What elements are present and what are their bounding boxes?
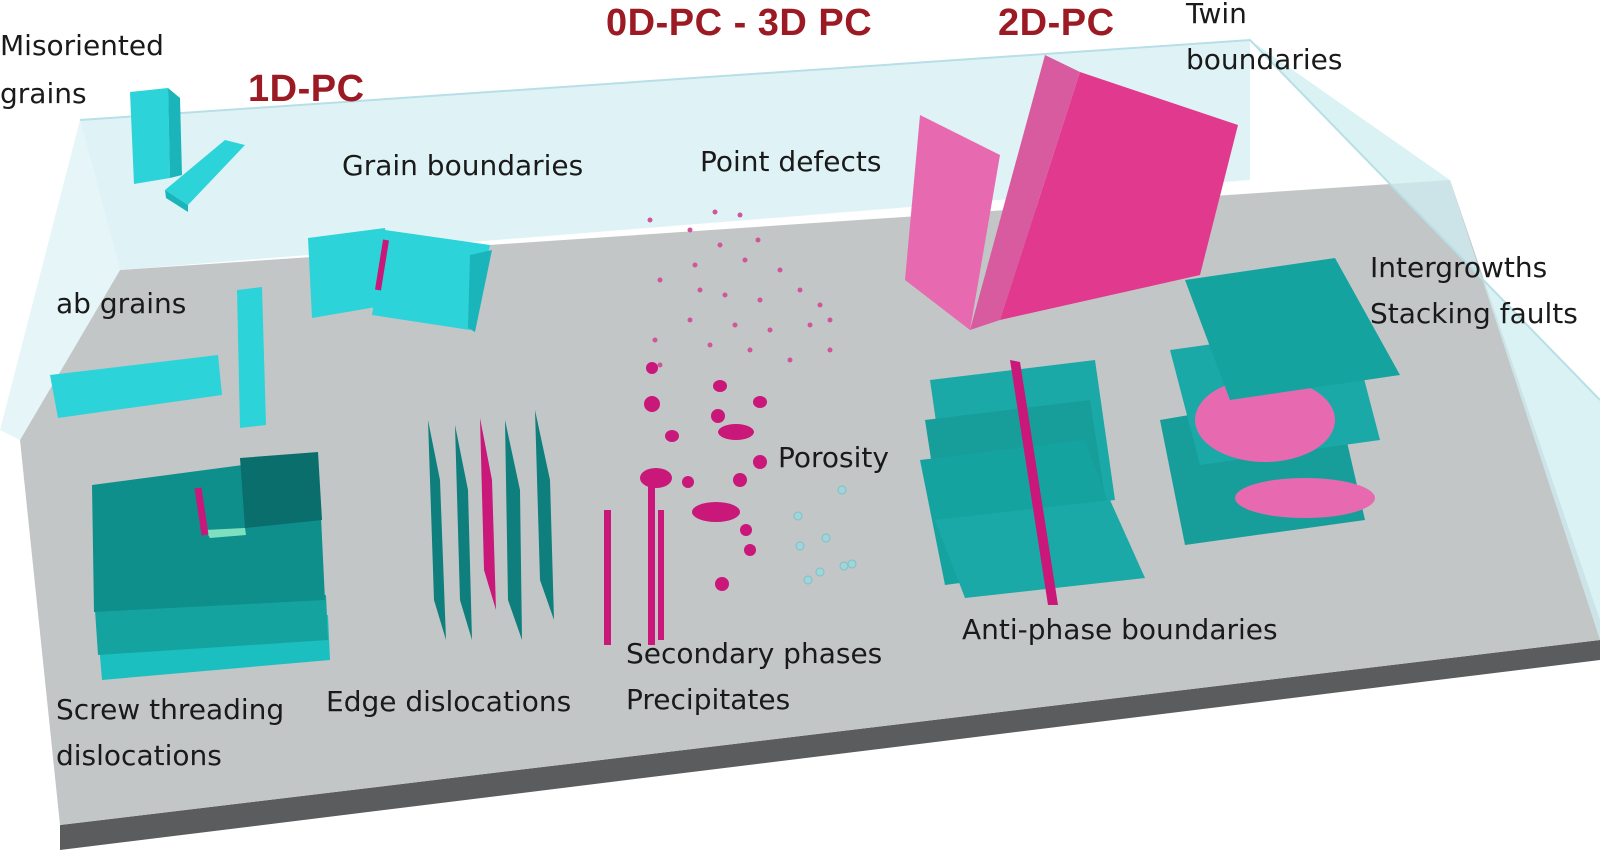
point-defect-dot [767, 327, 773, 333]
screw-dislocation-stack [92, 452, 330, 680]
precipitate-blob [713, 380, 727, 392]
point-defect-dot [652, 337, 658, 343]
point-defect-dot [755, 237, 761, 243]
precipitate-blob [646, 362, 658, 374]
precipitate-blob [733, 473, 747, 487]
point-defect-dot [827, 347, 833, 353]
point-defect-dot [687, 317, 693, 323]
glass-box [0, 38, 1600, 640]
precipitate-blob [711, 409, 725, 423]
label-point-defects: Point defects [700, 145, 882, 178]
pore-dot [795, 541, 805, 551]
point-defect-dot [647, 217, 653, 223]
pore-dot [847, 559, 857, 569]
precipitate-blob [692, 502, 740, 522]
precipitate-blob [744, 544, 756, 556]
point-defect-dot [737, 212, 743, 218]
point-defect-dot [697, 287, 703, 293]
label-ab-grains: ab grains [56, 287, 187, 320]
precipitate-blob [753, 455, 767, 469]
pore-dot [793, 511, 803, 521]
point-defect-dot [692, 262, 698, 268]
grain-boundaries-blocks [308, 228, 492, 332]
point-defect-dot [657, 362, 663, 368]
category-0d-3d-pc: 0D-PC - 3D PC [606, 2, 873, 44]
point-defect-dot [797, 287, 803, 293]
point-defect-dot [717, 242, 723, 248]
point-defect-dot [807, 322, 813, 328]
pore-dot [815, 567, 825, 577]
point-defect-dot [757, 297, 763, 303]
point-defect-dot [732, 322, 738, 328]
precipitate-blob [644, 396, 660, 412]
point-defect-dot [722, 292, 728, 298]
pore-dot [839, 561, 849, 571]
misoriented-grains-blocks [130, 88, 245, 212]
point-defect-dot [657, 277, 663, 283]
precipitate-blob [718, 424, 754, 440]
twin-boundary-planes [905, 55, 1238, 330]
precipitate-blob [640, 468, 672, 488]
point-defect-dot [817, 302, 823, 308]
secondary-phase-rods [604, 480, 664, 645]
precipitate-blob [740, 524, 752, 536]
precipitate-blob [682, 476, 694, 488]
label-twin-boundaries-line1: Twin [1186, 0, 1247, 30]
label-secondary-phases: Secondary phases [626, 637, 883, 670]
point-defect-dot [747, 347, 753, 353]
category-2d-pc: 2D-PC [998, 2, 1115, 44]
label-intergrowths: Intergrowths [1370, 251, 1548, 284]
label-porosity: Porosity [778, 441, 889, 474]
label-edge-dislocations: Edge dislocations [326, 685, 572, 718]
floor-slab-front [60, 640, 1600, 850]
label-twin-boundaries-line2: boundaries [1186, 43, 1343, 76]
pore-dot [837, 485, 847, 495]
label-anti-phase-boundaries: Anti-phase boundaries [962, 613, 1278, 646]
point-defect-dot [707, 342, 713, 348]
ab-grains-blocks [50, 287, 266, 428]
point-defect-dot [712, 209, 718, 215]
floor-slab [20, 180, 1600, 825]
anti-phase-stack [920, 360, 1145, 605]
label-stacking-faults: Stacking faults [1370, 297, 1578, 330]
point-defect-dot [787, 357, 793, 363]
label-misoriented-grains-line2: grains [0, 77, 87, 110]
point-defect-dot [687, 227, 693, 233]
precipitate-blob [715, 577, 729, 591]
point-defect-dot [777, 267, 783, 273]
label-precipitates: Precipitates [626, 683, 791, 716]
point-defect-dot [742, 257, 748, 263]
precipitate-blob [665, 430, 679, 442]
label-screw-threading-line2: dislocations [56, 739, 222, 772]
label-misoriented-grains-line1: Misoriented [0, 29, 164, 62]
stacking-fault-stack [1160, 258, 1400, 545]
category-1d-pc: 1D-PC [248, 68, 365, 110]
pore-dot [821, 533, 831, 543]
precipitate-blob [753, 396, 767, 408]
point-defect-dots [640, 209, 857, 591]
point-defect-dot [827, 317, 833, 323]
label-screw-threading-line1: Screw threading [56, 693, 285, 726]
pore-dot [803, 575, 813, 585]
label-grain-boundaries: Grain boundaries [342, 149, 584, 182]
edge-dislocation-planes [428, 410, 554, 640]
